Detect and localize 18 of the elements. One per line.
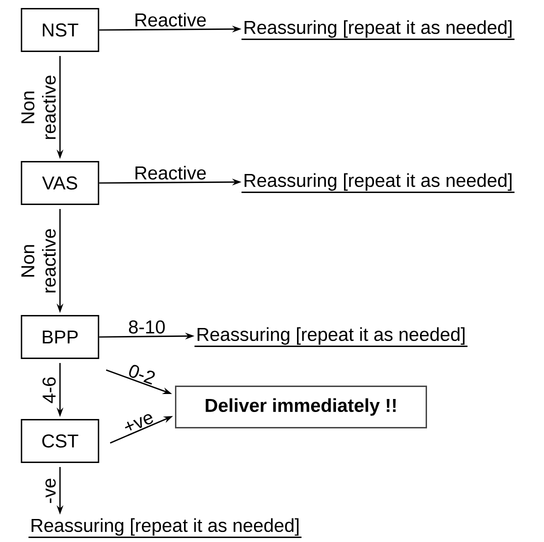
outcome-text: Reassuring [repeat it as needed] <box>194 327 468 347</box>
outcome-text: Reassuring [repeat it as needed] <box>242 173 514 193</box>
process-box: NST <box>20 8 100 52</box>
outcome-text: Reassuring [repeat it as needed] <box>28 518 302 538</box>
edge-label: Non reactive <box>21 229 56 292</box>
edge-label: 8-10 <box>128 320 165 334</box>
edge-label: -ve <box>46 478 56 503</box>
process-box: BPP <box>20 315 100 359</box>
alert-box: Deliver immediately !! <box>175 386 427 428</box>
edge-label: Reactive <box>136 166 206 180</box>
outcome-text: Reassuring [repeat it as needed] <box>242 20 514 40</box>
edge-label: Non reactive <box>21 76 56 139</box>
edge-label: +ve <box>124 414 154 430</box>
edge-label: 4-6 <box>42 377 56 404</box>
edge-label: Reactive <box>136 12 206 27</box>
process-box: VAS <box>20 161 100 205</box>
edge-label: 0-2 <box>129 364 155 385</box>
process-box: CST <box>20 419 100 463</box>
